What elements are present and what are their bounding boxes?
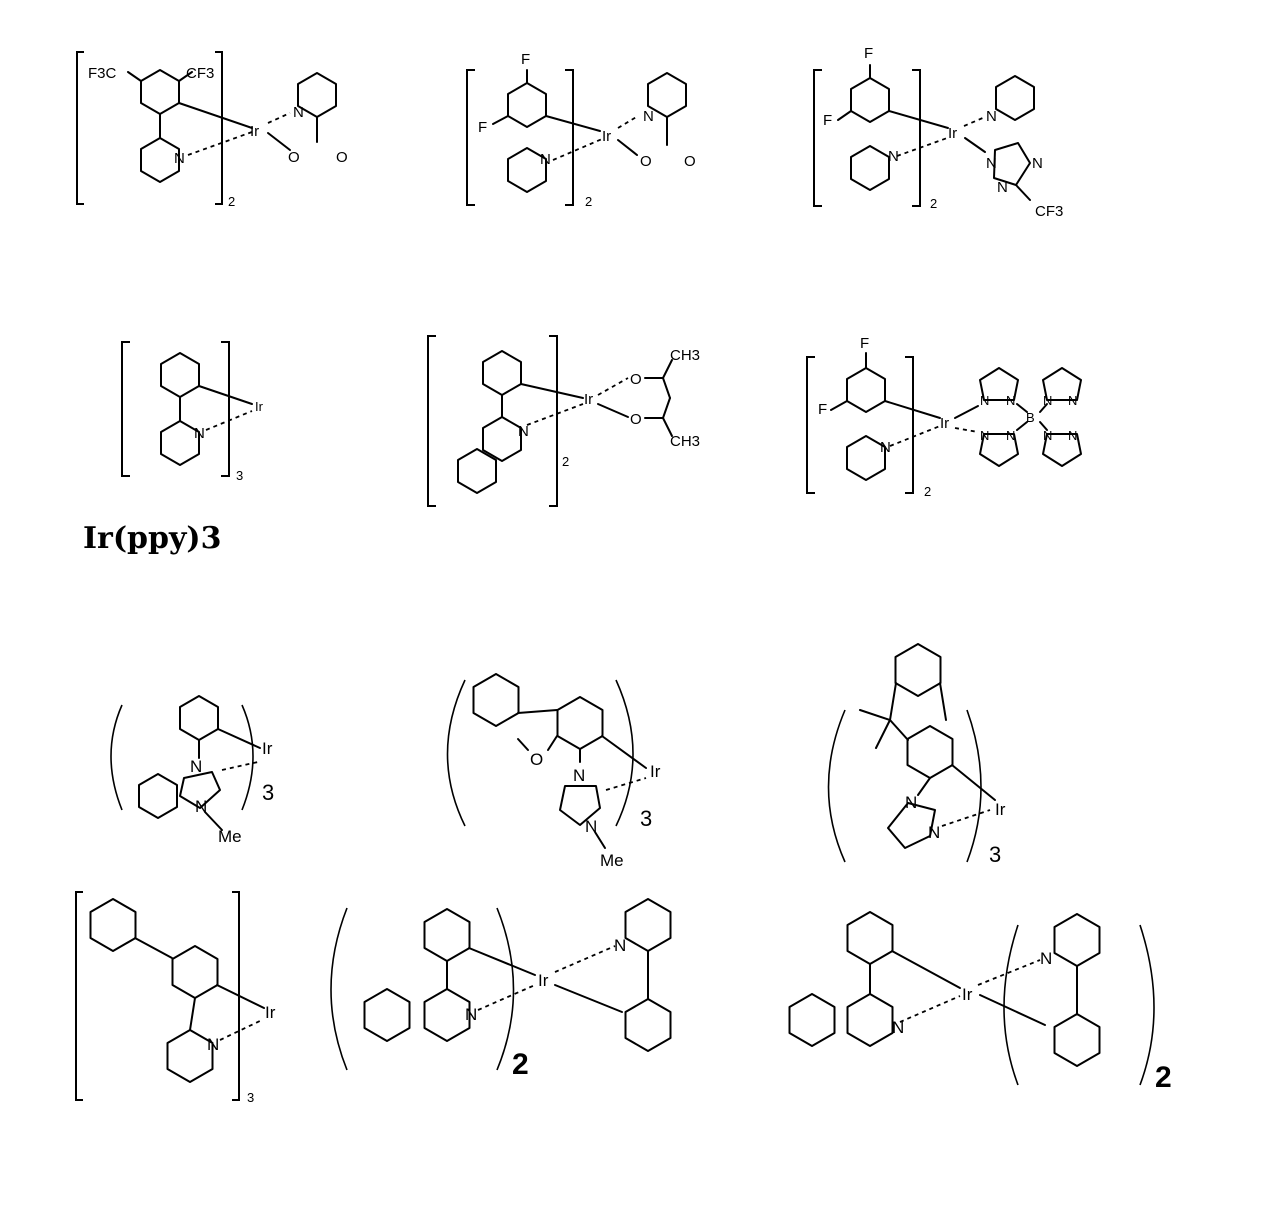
c10-n1: N (207, 1035, 219, 1054)
compound-6: F F N Ir B N N N N N N N N 2 (806, 335, 1082, 499)
c12-metal: Ir (962, 985, 973, 1004)
c1-o2: O (336, 149, 348, 166)
c12-n2: N (1040, 949, 1052, 968)
c6-pz-n2: N (1006, 393, 1015, 408)
c9-count: 3 (989, 842, 1001, 867)
compound-5: Ir N O O CH3 CH3 2 (427, 335, 700, 507)
compound-3: F F N Ir N N N N CF3 2 (813, 45, 1063, 220)
c4-n1: N (194, 425, 205, 442)
c8-n1: N (573, 766, 585, 785)
c6-boron: B (1026, 410, 1035, 425)
c2-count: 2 (585, 194, 592, 209)
c9-metal: Ir (995, 800, 1006, 819)
c8-o: O (530, 750, 543, 769)
c2-o2: O (684, 153, 696, 170)
c5-ch3b: CH3 (670, 433, 700, 450)
compound-1: F3C CF3 N Ir N O O 2 (76, 51, 348, 209)
c9-n1: N (905, 793, 917, 812)
c6-pz-n4: N (1006, 428, 1015, 443)
c8-count: 3 (640, 806, 652, 831)
c1-count: 2 (228, 194, 235, 209)
c3-count: 2 (930, 196, 937, 211)
c6-count: 2 (924, 484, 931, 499)
c7-n2: N (195, 797, 207, 816)
c6-pz-n8: N (1068, 428, 1077, 443)
c2-n1: N (540, 151, 551, 168)
c7-metal: Ir (262, 739, 273, 758)
compound-11: Ir N N 2 (330, 898, 672, 1081)
c12-n1: N (892, 1018, 904, 1037)
c1-o1: O (288, 149, 300, 166)
c4-count: 3 (236, 468, 243, 483)
c7-n1: N (190, 757, 202, 776)
c1-metal: Ir (250, 123, 259, 140)
c6-metal: Ir (940, 415, 949, 432)
c3-f1: F (864, 45, 873, 62)
c9-n2: N (928, 823, 940, 842)
c3-cf3: CF3 (1035, 203, 1063, 220)
c5-metal: Ir (584, 391, 593, 408)
c10-metal: Ir (265, 1003, 276, 1022)
c5-n1: N (518, 423, 529, 440)
c5-o1: O (630, 371, 642, 388)
c8-me: Me (600, 851, 624, 870)
c5-o2: O (630, 411, 642, 428)
c11-metal: Ir (538, 971, 549, 990)
c1-sub1: F3C (88, 65, 117, 82)
c3-n5: N (997, 179, 1008, 196)
c2-f2: F (478, 119, 487, 136)
c3-n2: N (986, 108, 997, 125)
compound-7: Ir N N Me 3 (110, 695, 274, 846)
c11-n1: N (465, 1005, 477, 1024)
c1-n2: N (293, 104, 304, 121)
c5-ch3a: CH3 (670, 347, 700, 364)
c6-pz-n5: N (1043, 393, 1052, 408)
c3-n3: N (986, 155, 997, 172)
c7-count: 3 (262, 780, 274, 805)
compound-10: Ir N 3 (75, 891, 276, 1105)
compound-4: Ir N 3 Ir(ppy)3 (83, 341, 264, 556)
compound-8: O N N Me Ir 3 (446, 673, 661, 870)
c4-compound-name: Ir(ppy)3 (83, 521, 222, 556)
c1-n1: N (174, 150, 185, 167)
c6-pz-n6: N (1068, 393, 1077, 408)
c2-n2: N (643, 108, 654, 125)
compound-12: Ir N N 2 (788, 911, 1172, 1094)
c6-pz-n3: N (980, 428, 989, 443)
c3-n4: N (1032, 155, 1043, 172)
c10-count: 3 (247, 1090, 254, 1105)
c3-n1: N (888, 148, 899, 165)
c7-me: Me (218, 827, 242, 846)
c12-count: 2 (1155, 1061, 1172, 1094)
c4-metal: Ir (255, 399, 264, 414)
c2-f1: F (521, 51, 530, 68)
c2-o1: O (640, 153, 652, 170)
c2-metal: Ir (602, 128, 611, 145)
c6-f1: F (860, 335, 869, 352)
c3-f2: F (823, 112, 832, 129)
c6-pz-n1: N (980, 393, 989, 408)
c11-count: 2 (512, 1048, 529, 1081)
compound-9: Ir N N 3 (827, 643, 1006, 867)
c1-sub2: CF3 (186, 65, 214, 82)
c6-f2: F (818, 401, 827, 418)
c8-n2: N (585, 817, 597, 836)
c11-n2: N (614, 936, 626, 955)
c6-n1: N (880, 439, 891, 456)
c8-metal: Ir (650, 762, 661, 781)
c6-pz-n7: N (1043, 428, 1052, 443)
compound-2: F F N Ir N O O 2 (466, 51, 696, 209)
c3-metal: Ir (948, 125, 957, 142)
c5-count: 2 (562, 454, 569, 469)
